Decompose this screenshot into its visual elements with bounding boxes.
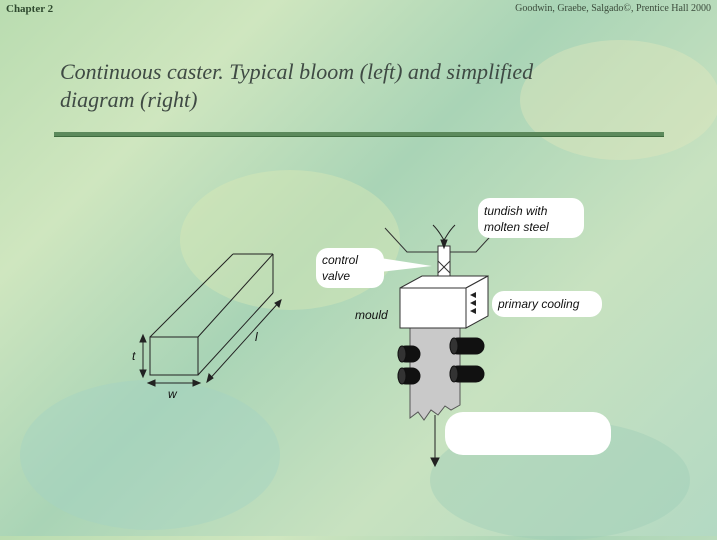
bloom-drawing bbox=[149, 253, 274, 376]
mould-label: mould bbox=[355, 308, 388, 322]
label-width: w bbox=[168, 387, 178, 401]
inflow-arrow bbox=[432, 224, 456, 250]
title-line-2: diagram (right) bbox=[60, 87, 198, 112]
tundish-callout: tundish with molten steel bbox=[478, 198, 584, 238]
control-valve-callout: control valve bbox=[316, 248, 432, 288]
primary-cooling-arrows bbox=[470, 292, 476, 314]
bloom-width-arrow bbox=[146, 379, 202, 387]
control-valve bbox=[437, 260, 451, 274]
mould bbox=[399, 275, 489, 329]
bloom-front-face bbox=[149, 336, 199, 376]
control-label-line-1: control bbox=[322, 253, 358, 267]
spray-rollers bbox=[397, 337, 485, 385]
tundish-label-line-2: molten steel bbox=[484, 220, 549, 234]
bloom-length-arrow bbox=[206, 299, 282, 384]
credit-text: Goodwin, Graebe, Salgado©, Prentice Hall… bbox=[515, 3, 711, 14]
chapter-label: Chapter 2 bbox=[6, 3, 54, 15]
tundish-label-line-1: tundish with bbox=[484, 204, 548, 218]
label-thickness: t bbox=[132, 349, 136, 363]
primary-cooling-label: primary cooling bbox=[497, 297, 580, 311]
label-length: l bbox=[255, 330, 258, 344]
title-line-1: Continuous caster. Typical bloom (left) … bbox=[60, 59, 534, 84]
bloom-thickness-arrow bbox=[139, 333, 147, 379]
primary-cooling-callout: primary cooling bbox=[492, 291, 602, 317]
blank-callout bbox=[445, 412, 611, 455]
slide-title: Continuous caster. Typical bloom (left) … bbox=[60, 58, 680, 114]
title-divider bbox=[54, 132, 664, 137]
control-label-line-2: valve bbox=[322, 269, 350, 283]
withdrawal-arrow bbox=[430, 415, 440, 468]
